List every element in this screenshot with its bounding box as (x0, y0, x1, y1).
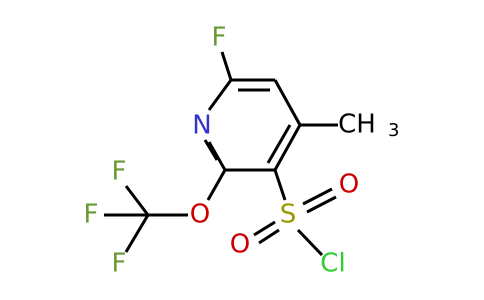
atom-methyl-carbon: CH (338, 110, 376, 140)
atom-oxygen-ether: O (190, 200, 210, 230)
bond-s-o-right-b (306, 195, 337, 214)
atom-fluorine-ring: F (212, 23, 227, 53)
bond-c2-n (207, 141, 227, 171)
atom-fluorine-cf3-middle: F (84, 200, 99, 230)
atom-chlorine: Cl (320, 249, 345, 279)
bond-s-o-left-a (253, 220, 276, 237)
atom-fluorine-cf3-bottom: F (112, 249, 127, 279)
bond-s-o-right-a (302, 187, 333, 206)
bond-s-cl (296, 228, 324, 257)
bond-c2-n-double (203, 139, 219, 161)
bond-s-o-left-b (258, 228, 280, 245)
atom-oxygen-sulfonyl-right: O (339, 170, 359, 200)
bond-c5-c4 (273, 79, 302, 126)
bond-c2-o (206, 169, 227, 201)
bond-n-c6 (207, 79, 233, 111)
atom-nitrogen: N (192, 111, 211, 141)
atom-fluorine-cf3-top: F (112, 157, 127, 187)
bond-c6-f (220, 51, 233, 81)
bonds (104, 51, 338, 257)
atom-sulfur: S (280, 200, 297, 230)
bond-c3-s (273, 169, 287, 201)
bond-c4-c3-double (266, 124, 292, 164)
atom-oxygen-sulfonyl-left: O (230, 230, 250, 260)
atom-labels: F N CH 3 O F F F S O O Cl (84, 23, 400, 279)
bond-cf3-f-top (124, 185, 150, 216)
bond-cf3-f-bot (124, 214, 150, 253)
atom-methyl-subscript: 3 (388, 120, 399, 141)
bond-c4-c3 (273, 124, 302, 171)
